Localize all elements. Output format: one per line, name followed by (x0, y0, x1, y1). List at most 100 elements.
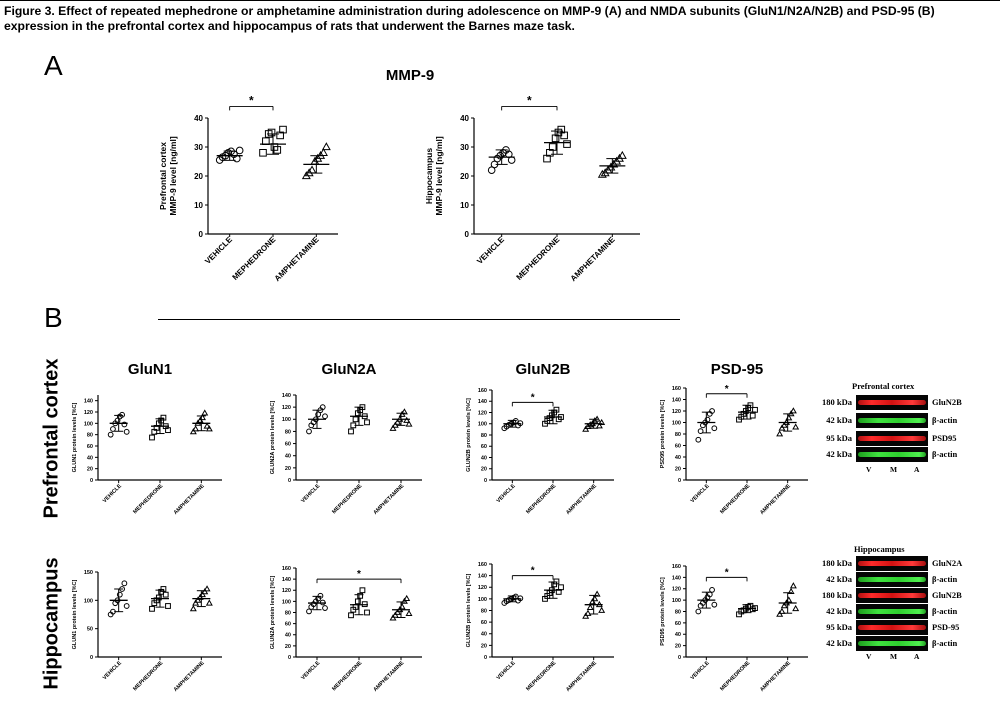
panel-letter-b: B (44, 302, 63, 333)
kda-label: 42 kDa (826, 574, 852, 584)
y-tick-label: 60 (675, 621, 681, 627)
y-tick-label: 30 (194, 143, 203, 152)
x-tick-label: MEPHEDRONE (231, 235, 278, 282)
data-point (319, 404, 326, 411)
x-tick-label: AMPHETAMINE (173, 660, 206, 693)
y-tick-label: 0 (678, 478, 681, 484)
y-tick-label: 20 (460, 172, 469, 181)
y-tick-label: 120 (672, 587, 681, 593)
significance-star: * (527, 93, 532, 107)
y-tick-label: 120 (478, 585, 487, 591)
panel-b-divider (158, 319, 680, 320)
lane-label: A (914, 652, 920, 661)
data-point (785, 596, 793, 603)
y-tick-label: 120 (84, 410, 93, 416)
y-tick-label: 40 (675, 455, 681, 461)
blot-band (858, 593, 926, 598)
x-tick-label: MEPHEDRONE (525, 483, 557, 515)
significance-star: * (249, 93, 254, 107)
y-tick-label: 0 (484, 478, 487, 484)
data-point (617, 150, 627, 159)
data-point (322, 413, 328, 420)
data-point (357, 592, 364, 599)
y-tick-label: 120 (478, 410, 487, 416)
data-point (321, 142, 331, 151)
data-point (695, 608, 702, 615)
y-tick-label: 0 (90, 655, 93, 661)
chart-title: GluN1 (128, 361, 172, 378)
y-tick-label: 20 (481, 467, 487, 473)
x-tick-label: VEHICLE (102, 483, 123, 504)
data-point (789, 407, 797, 414)
significance-star: * (357, 569, 361, 580)
y-tick-label: 140 (672, 397, 681, 403)
y-tick-label: 80 (481, 433, 487, 439)
data-point (259, 149, 267, 157)
x-tick-label: AMPHETAMINE (759, 660, 792, 693)
blot-band (858, 577, 926, 582)
y-axis-label: MMP-9 level [ng/ml] (168, 136, 178, 216)
blot-band (858, 609, 926, 614)
figure-caption: Figure 3. Effect of repeated mephedrone … (4, 4, 935, 33)
y-tick-label: 20 (481, 643, 487, 649)
data-point (789, 582, 797, 589)
data-point (119, 411, 125, 418)
data-point (279, 125, 287, 134)
y-tick-label: 100 (282, 417, 291, 423)
data-point (318, 147, 328, 156)
data-point (405, 609, 413, 617)
data-point (116, 591, 123, 598)
data-point (403, 416, 411, 423)
y-axis-label: Hippocampus (424, 148, 434, 204)
x-tick-label: VEHICLE (203, 235, 234, 266)
y-axis-label: GLUN2A protein levels [%C] (270, 401, 276, 475)
y-axis-label: PSD95 protein levels [%C] (660, 400, 666, 469)
data-point (405, 420, 413, 427)
data-point (563, 140, 571, 148)
data-point (394, 418, 402, 425)
data-point (149, 605, 155, 612)
data-point (776, 610, 784, 617)
kda-label: 42 kDa (826, 415, 852, 425)
x-tick-label: AMPHETAMINE (373, 483, 406, 516)
y-tick-label: 10 (194, 201, 203, 210)
data-point (165, 603, 171, 609)
x-tick-label: MEPHEDRONE (331, 660, 363, 692)
y-tick-label: 0 (288, 655, 291, 661)
y-tick-label: 0 (199, 230, 204, 239)
y-tick-label: 80 (481, 608, 487, 614)
lane-label: M (890, 465, 898, 474)
x-tick-label: VEHICLE (300, 483, 321, 504)
data-point (165, 427, 171, 434)
y-tick-label: 30 (460, 143, 469, 152)
lane-label: V (866, 465, 872, 474)
blot-title: Prefrontal cortex (852, 381, 915, 391)
chart-title: GluN2A (321, 361, 376, 378)
data-point (787, 587, 795, 595)
y-tick-label: 0 (288, 478, 291, 484)
y-tick-label: 60 (285, 441, 291, 447)
data-point (792, 604, 800, 612)
blot-band (858, 400, 926, 405)
blot-title: Hippocampus (854, 544, 905, 554)
y-tick-label: 80 (285, 429, 291, 435)
data-point (792, 423, 800, 430)
data-point (354, 598, 361, 605)
data-point (709, 586, 715, 593)
kda-label: 42 kDa (826, 449, 852, 459)
data-point (400, 408, 408, 415)
data-point (322, 605, 328, 611)
y-axis-label: GLUN2A protein levels [%C] (270, 576, 276, 650)
blot-band (858, 625, 926, 630)
x-tick-label: MEPHEDRONE (719, 660, 751, 692)
data-point (160, 586, 167, 592)
data-point (162, 591, 169, 598)
data-point (598, 418, 606, 426)
y-tick-label: 20 (675, 466, 681, 472)
blot-band (858, 641, 926, 646)
data-point (695, 436, 702, 443)
data-point (584, 609, 592, 616)
